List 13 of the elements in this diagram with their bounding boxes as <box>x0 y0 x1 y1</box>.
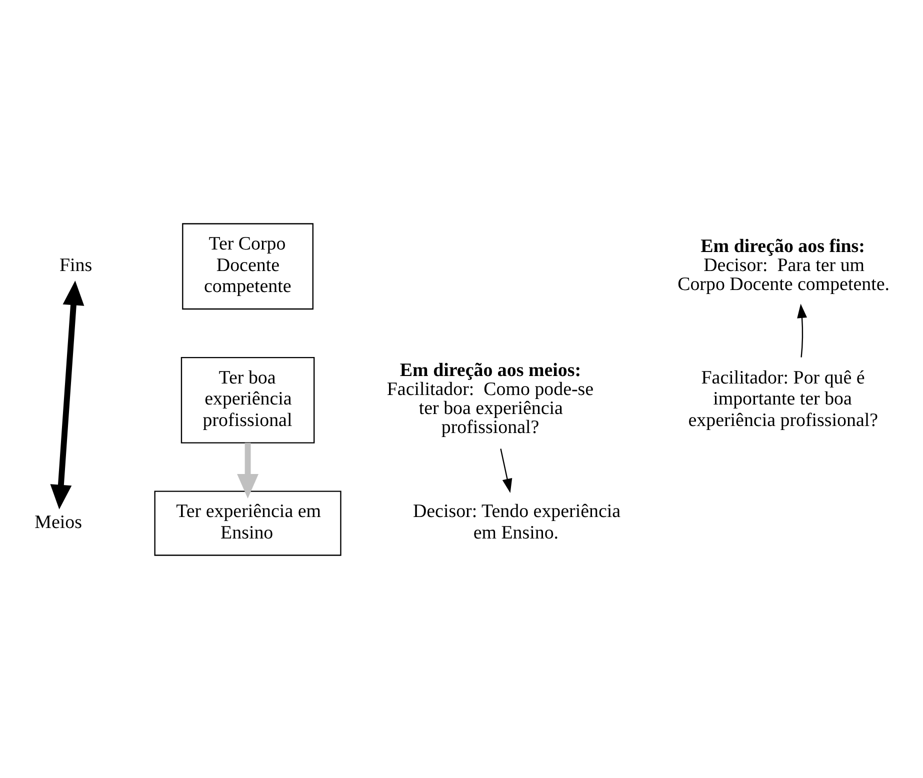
node-text: Fins <box>60 254 92 276</box>
arrow <box>237 442 259 498</box>
node-text: Meios <box>34 511 82 532</box>
node-box: Ter experiência em Ensino <box>154 490 342 556</box>
node-text: Decisor: Tendo experiência em Ensino. <box>412 500 621 543</box>
arrow <box>797 303 807 357</box>
node-box: Ter boa experiência profissional <box>180 356 315 443</box>
node-text: Em direção aos fins: Decisor: Para ter um Corpo Docente competente. <box>678 235 890 294</box>
arrow <box>500 448 512 492</box>
arrow <box>50 280 84 509</box>
node-box: Ter Corpo Docente competente <box>182 222 314 310</box>
node-text: Facilitador: Por quê é importante ter boa experiência profissional? <box>688 366 878 430</box>
node-text: Em direção aos meios: Facilitador: Como pode-se ter boa experiência profissional? <box>386 360 594 438</box>
